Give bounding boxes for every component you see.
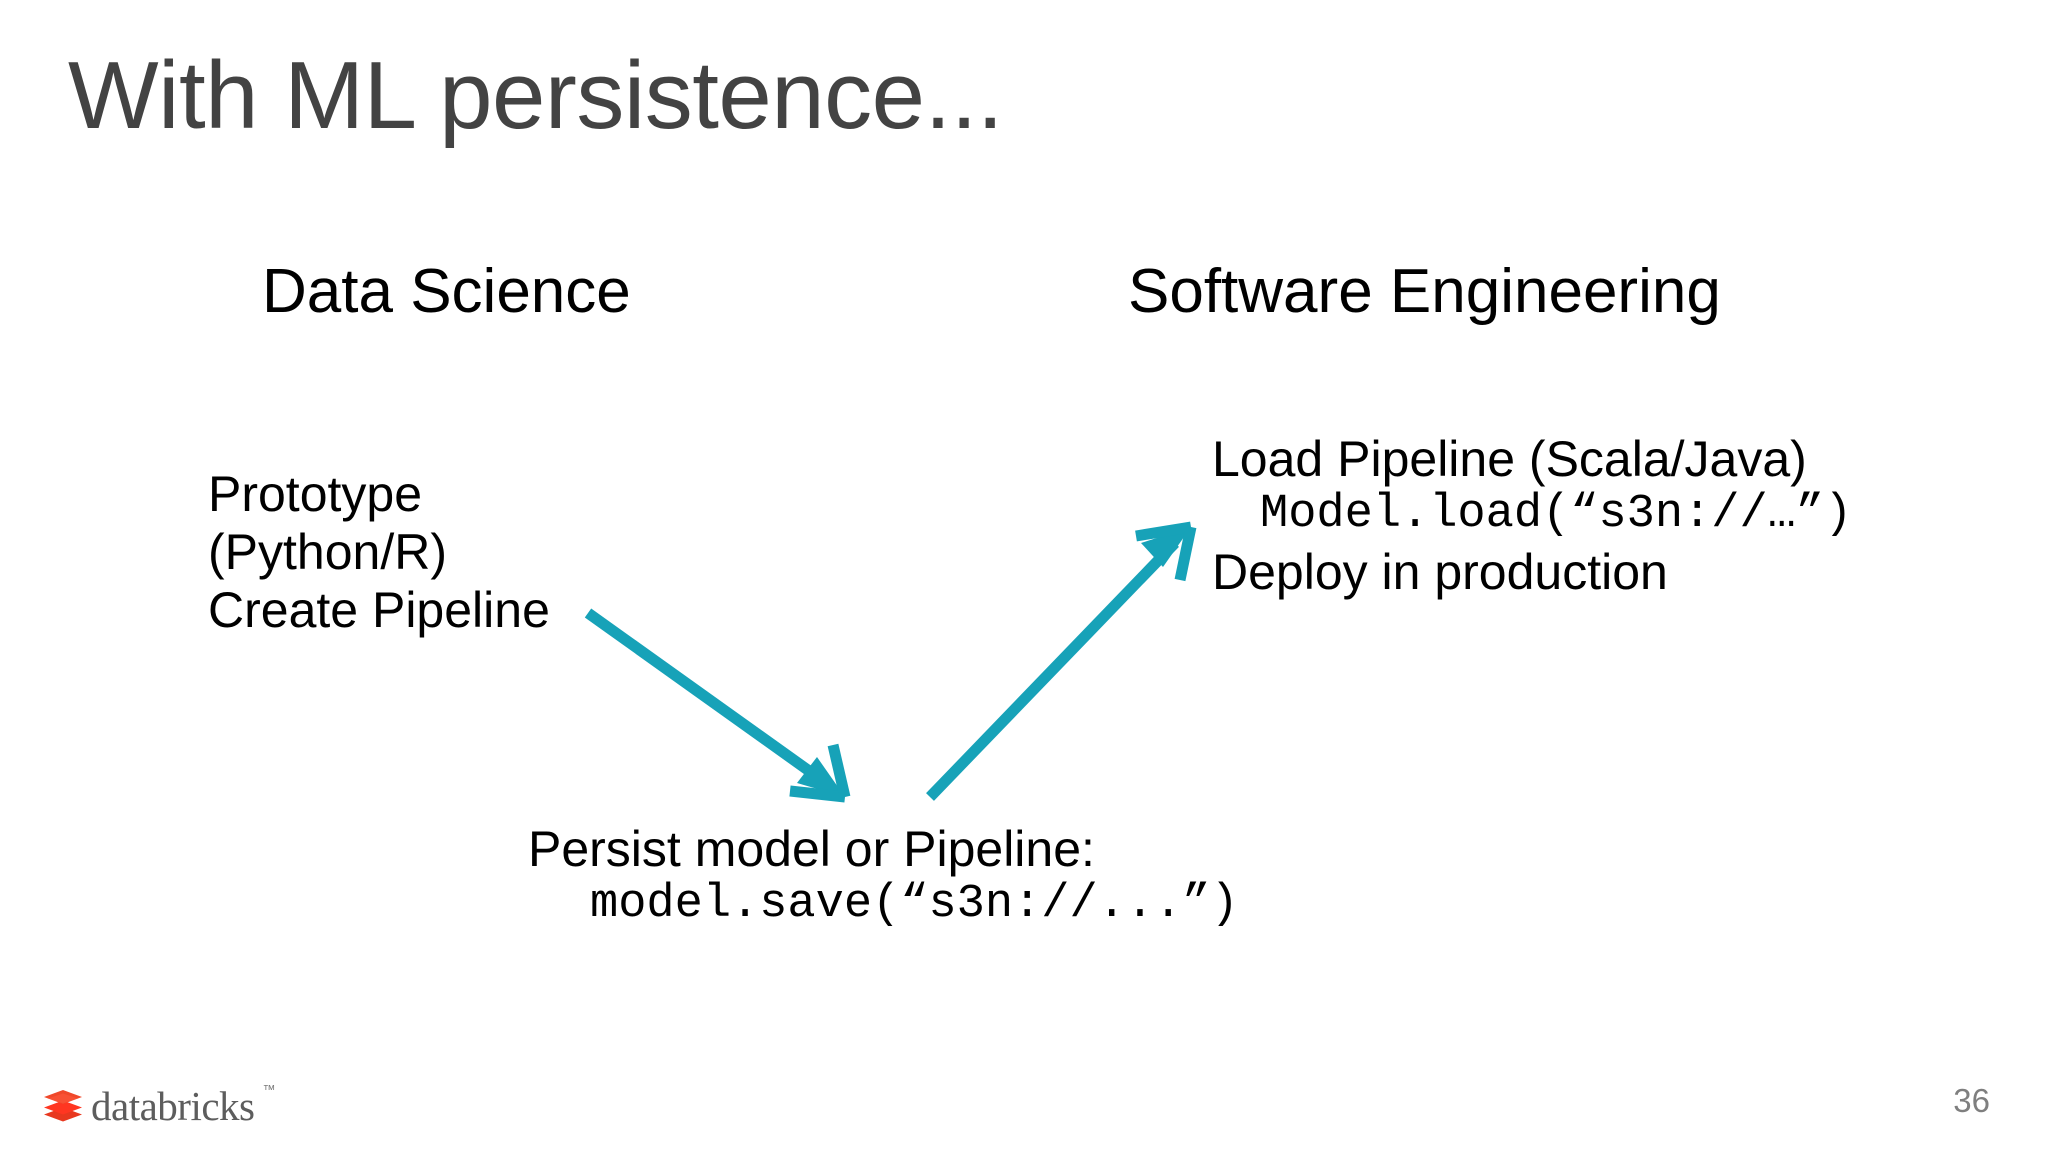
data-science-steps: Prototype (Python/R) Create Pipeline <box>208 465 550 639</box>
page-number: 36 <box>1953 1082 1990 1119</box>
ds-step-create-pipeline: Create Pipeline <box>208 582 550 638</box>
persist-label: Persist model or Pipeline: <box>528 821 1095 877</box>
persist-code-model-save: model.save(“s3n://...”) <box>590 878 1239 931</box>
databricks-logo: databricks ™ <box>42 1082 276 1129</box>
databricks-mark-icon <box>44 1089 82 1121</box>
arrow-up-right-icon <box>926 521 1197 801</box>
column-heading-software-engineering: Software Engineering <box>1128 257 1721 326</box>
ds-step-prototype: Prototype <box>208 466 423 522</box>
se-step-deploy-production: Deploy in production <box>1212 543 1668 600</box>
trademark-symbol: ™ <box>262 1082 276 1097</box>
ds-step-python-r: (Python/R) <box>208 524 447 580</box>
persist-step: Persist model or Pipeline: model.save(“s… <box>528 820 1239 933</box>
arrow-down-right-icon <box>584 608 851 803</box>
software-engineering-steps: Load Pipeline (Scala/Java) Model.load(“s… <box>1212 430 1852 601</box>
se-step-load-pipeline: Load Pipeline (Scala/Java) <box>1212 431 1807 487</box>
se-code-model-load: Model.load(“s3n://…”) <box>1260 488 1853 541</box>
page-title: With ML persistence... <box>68 42 1004 149</box>
databricks-wordmark: databricks <box>91 1083 255 1129</box>
column-heading-data-science: Data Science <box>262 257 631 326</box>
